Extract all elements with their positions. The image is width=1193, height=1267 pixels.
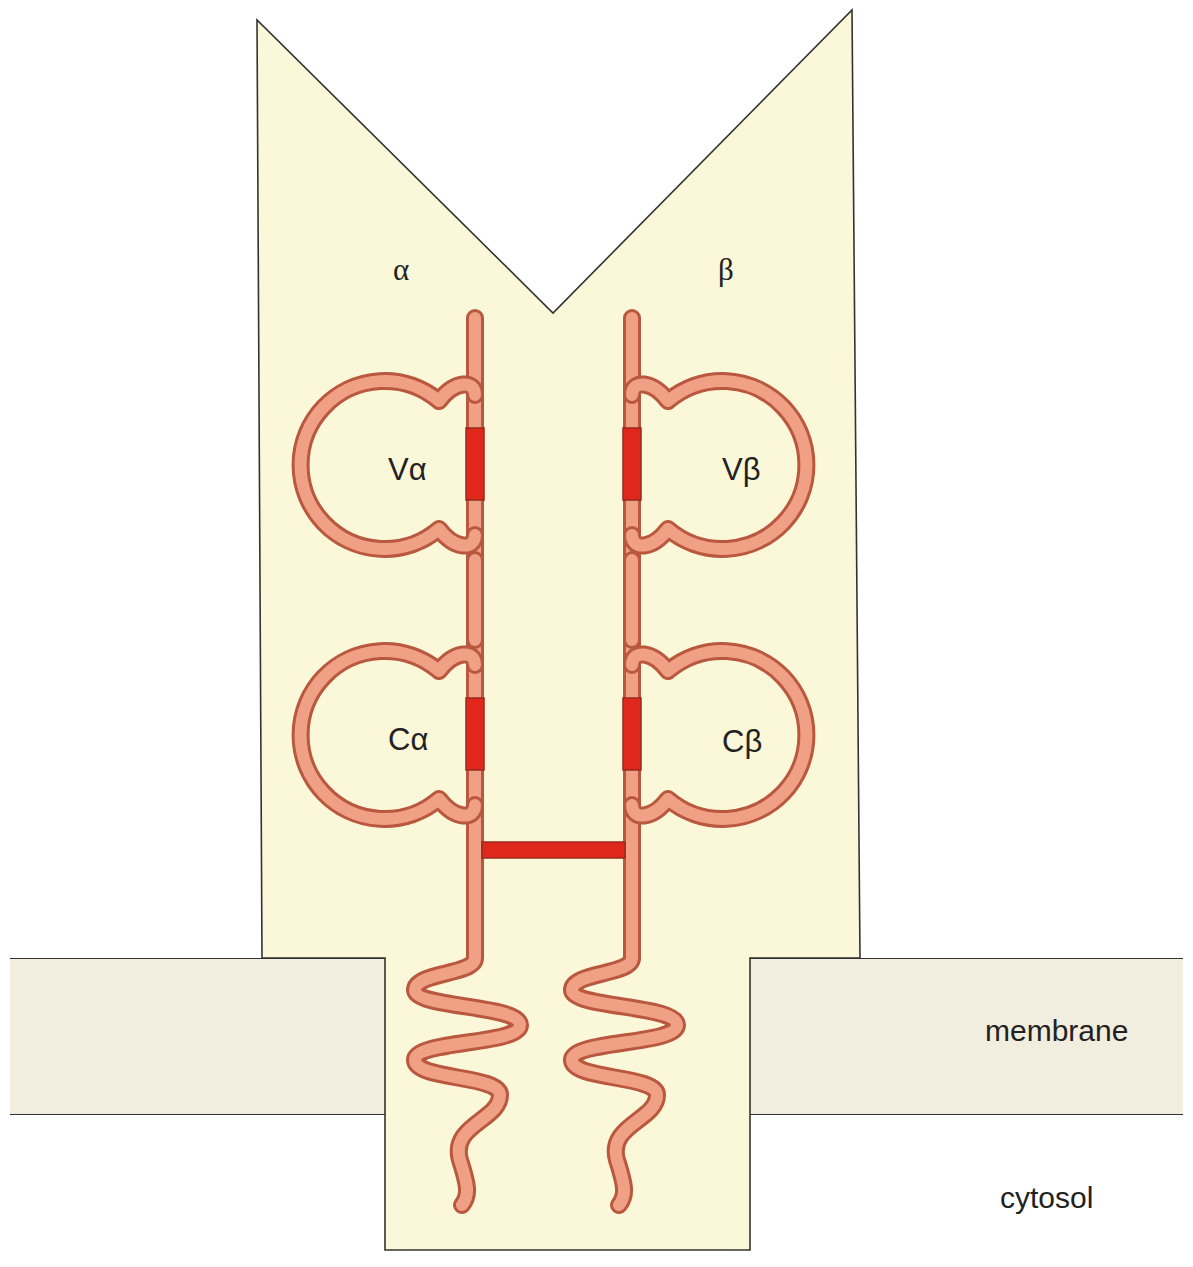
connector-fill xyxy=(626,560,638,640)
connector-outline xyxy=(623,560,641,640)
loop-outline xyxy=(301,651,475,819)
disulfide-bond xyxy=(623,698,641,770)
domain-loop xyxy=(618,370,818,560)
chain-connector xyxy=(475,560,476,640)
loop-fill xyxy=(301,651,475,819)
disulfide-bond xyxy=(466,428,484,500)
loop-outline xyxy=(301,381,475,549)
domain-loop: Vβ xyxy=(618,370,818,560)
domain-loop xyxy=(618,640,818,830)
loop-fill xyxy=(301,381,475,549)
interchain-disulfide-bond xyxy=(482,842,625,858)
domain-loop: Vα xyxy=(290,370,490,560)
loop-outline xyxy=(632,651,806,819)
disulfide-bond xyxy=(623,428,641,500)
chain-connector xyxy=(632,560,633,640)
connector-fill xyxy=(469,560,481,640)
connector-outline xyxy=(466,560,484,640)
domain-loop xyxy=(290,640,490,830)
loop-fill xyxy=(632,651,806,819)
domain-loop: Cβ xyxy=(618,640,818,830)
disulfide-bond xyxy=(466,698,484,770)
domain-loop xyxy=(290,370,490,560)
loop-outline xyxy=(632,381,806,549)
receptor-outline: αβVαVβCαCβ xyxy=(255,8,865,1253)
receptor-outline xyxy=(255,8,865,1253)
loop-fill xyxy=(632,381,806,549)
domain-loop: Cα xyxy=(290,640,490,830)
